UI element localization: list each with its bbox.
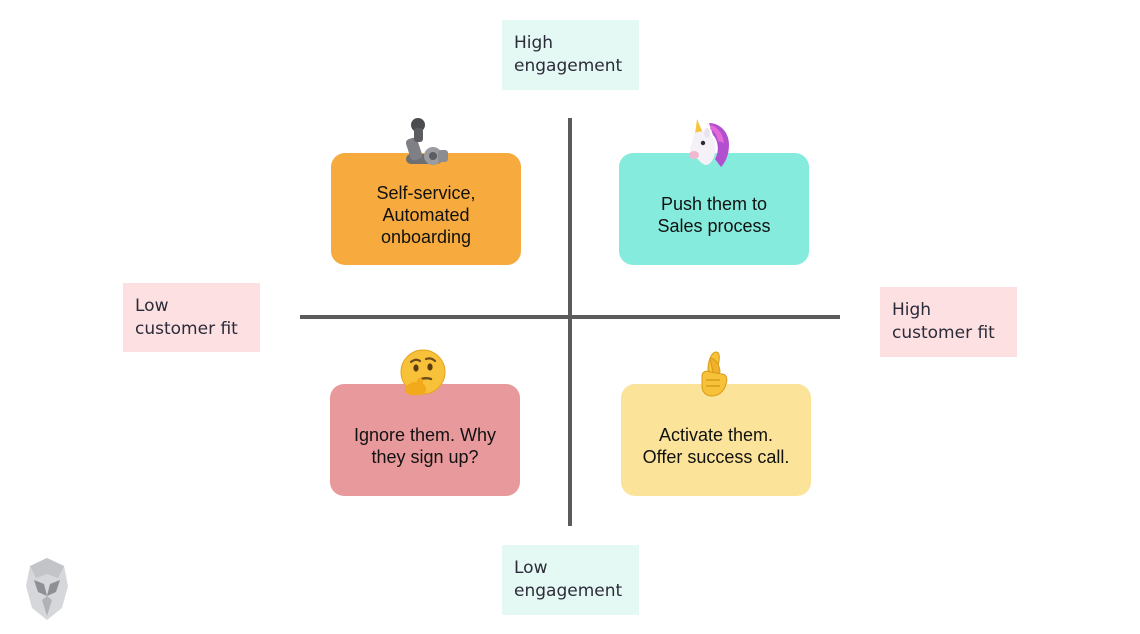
quadrant-text-line: onboarding bbox=[380, 227, 472, 247]
quadrant-bottom-right: Activate them. Offer success call. bbox=[621, 384, 811, 496]
quadrant-text-line: they sign up? bbox=[371, 447, 479, 467]
quadrant-text-line: Offer success call. bbox=[642, 447, 790, 467]
quadrant-top-left: Self-service, Automated onboarding bbox=[331, 153, 521, 265]
quadrant-text-line: Self-service, bbox=[376, 183, 476, 203]
knight-helmet-logo-icon bbox=[24, 556, 70, 622]
low-engagement-line1: Low bbox=[514, 558, 548, 578]
quadrant-top-left-text: Self-service, Automated onboarding bbox=[376, 182, 475, 248]
thinking-face-icon bbox=[397, 348, 449, 400]
quadrant-top-right-text: Push them to Sales process bbox=[657, 193, 770, 237]
crossed-fingers-icon bbox=[688, 348, 740, 400]
vertical-axis bbox=[568, 118, 572, 526]
unicorn-icon bbox=[685, 117, 737, 169]
high-engagement-line2: engagement bbox=[514, 56, 623, 76]
quadrant-text-line: Automated bbox=[382, 205, 470, 225]
low-customer-fit-line1: Low bbox=[135, 296, 169, 316]
quadrant-bottom-left: Ignore them. Why they sign up? bbox=[330, 384, 520, 496]
high-customer-fit-label: High customer fit bbox=[880, 287, 1017, 357]
quadrant-text-line: Push them to bbox=[660, 194, 768, 214]
high-engagement-label: High engagement bbox=[502, 20, 639, 90]
high-customer-fit-line1: High bbox=[892, 300, 932, 320]
quadrant-text-line: Sales process bbox=[657, 216, 771, 236]
quadrant-top-right: Push them to Sales process bbox=[619, 153, 809, 265]
quadrant-bottom-right-text: Activate them. Offer success call. bbox=[643, 424, 790, 468]
horizontal-axis bbox=[300, 315, 840, 319]
high-engagement-line1: High bbox=[514, 33, 554, 53]
quadrant-text-line: Activate them. bbox=[658, 425, 774, 445]
low-customer-fit-label: Low customer fit bbox=[123, 283, 260, 352]
low-engagement-line2: engagement bbox=[514, 581, 623, 601]
low-customer-fit-line2: customer fit bbox=[135, 319, 238, 339]
high-customer-fit-line2: customer fit bbox=[892, 323, 995, 343]
flexed-biceps-icon bbox=[400, 116, 452, 168]
quadrant-bottom-left-text: Ignore them. Why they sign up? bbox=[354, 424, 496, 468]
low-engagement-label: Low engagement bbox=[502, 545, 639, 615]
quadrant-text-line: Ignore them. Why bbox=[353, 425, 497, 445]
